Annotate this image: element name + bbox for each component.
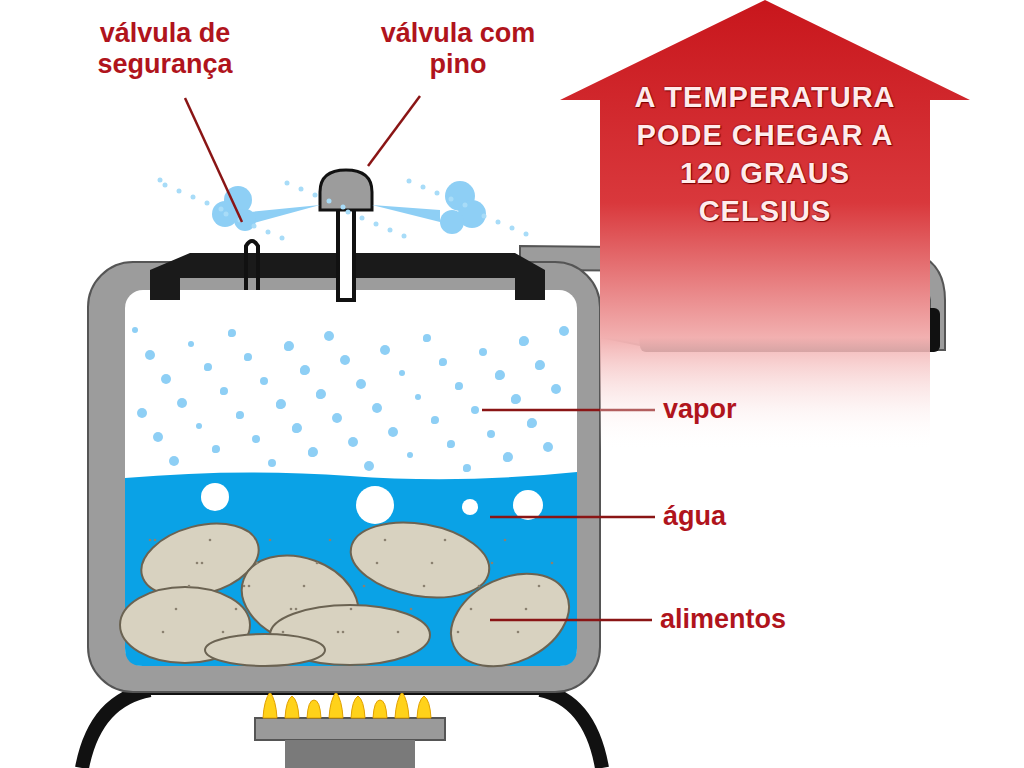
temperature-arrow: A TEMPERATURA PODE CHEGAR A 120 GRAUS CE… <box>560 0 970 450</box>
leader-lines <box>185 96 655 620</box>
temperature-note: A TEMPERATURA PODE CHEGAR A 120 GRAUS CE… <box>612 78 918 230</box>
part-label: alimentos <box>660 604 860 635</box>
vapor-dots <box>132 326 569 472</box>
callout-label: válvula de segurança <box>70 18 260 80</box>
steam <box>212 181 486 234</box>
pot-body <box>88 262 600 692</box>
safety-valve <box>246 241 258 290</box>
stove-leg <box>82 690 150 768</box>
stove-leg <box>540 690 602 768</box>
part-label: água <box>663 501 783 532</box>
potatoes <box>120 512 584 685</box>
flames <box>263 692 431 718</box>
burner <box>255 718 445 740</box>
callout-label: válvula com pino <box>376 18 541 80</box>
part-label: vapor <box>663 394 803 425</box>
steam-dots <box>158 178 529 241</box>
burner-base <box>285 740 415 768</box>
valve-cap <box>320 170 372 210</box>
valve-pin <box>338 200 354 300</box>
